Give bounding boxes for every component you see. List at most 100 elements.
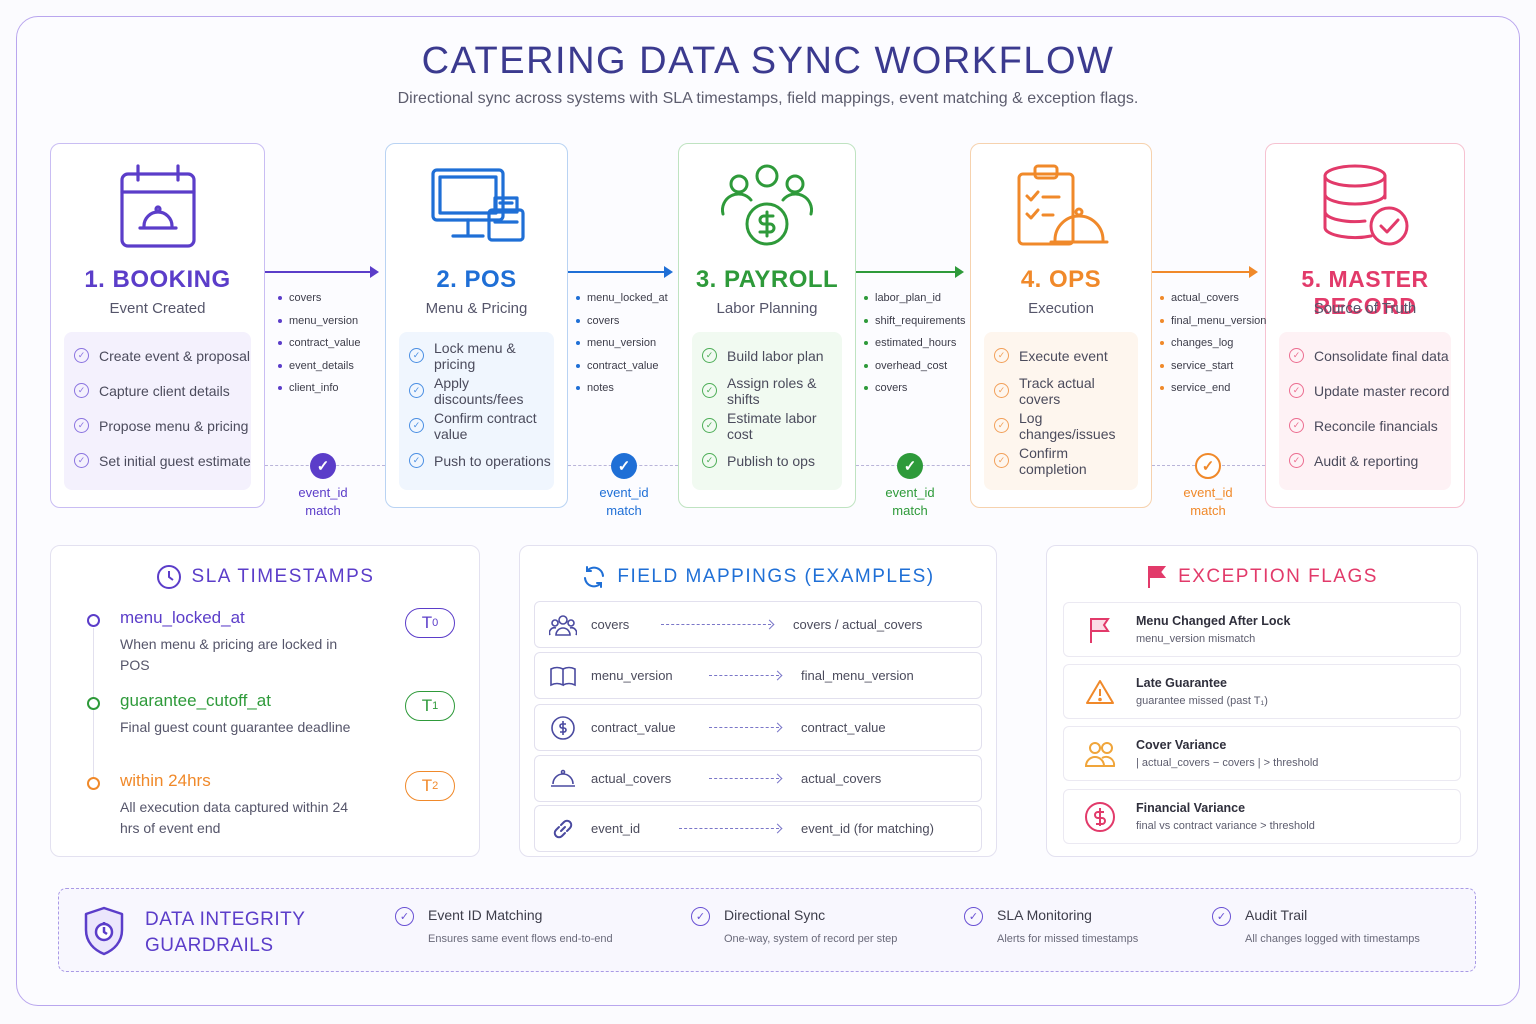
check-icon: ✓ — [409, 418, 424, 433]
flow-arrow — [265, 266, 379, 278]
task-item: ✓Push to operations — [399, 443, 554, 478]
check-icon: ✓ — [994, 453, 1009, 468]
task-list: ✓Consolidate final data ✓Update master r… — [1279, 332, 1451, 490]
event-id-match: ✓ event_id match — [584, 453, 664, 520]
sync-field-list: labor_plan_id shift_requirements estimat… — [864, 287, 966, 400]
task-item: ✓Track actual covers — [984, 373, 1138, 408]
task-list: ✓Lock menu & pricing ✓Apply discounts/fe… — [399, 332, 554, 490]
task-item: ✓Assign roles & shifts — [692, 373, 842, 408]
stage-title: 1. BOOKING — [84, 266, 231, 293]
warning-icon — [1064, 678, 1136, 706]
check-icon: ✓ — [1212, 907, 1231, 926]
task-list: ✓Create event & proposal ✓Capture client… — [64, 332, 251, 490]
check-icon: ✓ — [1289, 348, 1304, 363]
check-icon: ✓ — [74, 383, 89, 398]
task-item: ✓Log changes/issues — [984, 408, 1138, 443]
page-subtitle: Directional sync across systems with SLA… — [397, 90, 1139, 107]
check-icon: ✓ — [409, 383, 424, 398]
link-icon — [535, 816, 591, 842]
stage-subtitle: Event Created — [109, 300, 206, 317]
stage-subtitle: Execution — [1028, 300, 1094, 317]
stage-subtitle: Menu & Pricing — [425, 300, 528, 317]
task-item: ✓Publish to ops — [692, 443, 842, 478]
stage-title: 2. POS — [436, 266, 517, 293]
check-circle-icon: ✓ — [611, 453, 637, 479]
flow-arrow — [856, 266, 964, 278]
check-icon: ✓ — [994, 348, 1009, 363]
task-list: ✓Build labor plan ✓Assign roles & shifts… — [692, 332, 842, 490]
match-label: event_id match — [885, 485, 935, 518]
task-item: ✓Execute event — [984, 338, 1138, 373]
timeline-dot — [87, 777, 100, 790]
panel-title: FIELD MAPPINGS (EXAMPLES) — [520, 564, 996, 590]
people-icon — [1064, 740, 1136, 768]
flag-icon — [1148, 566, 1167, 588]
cloche-icon — [535, 767, 591, 791]
task-item: ✓Estimate labor cost — [692, 408, 842, 443]
check-icon: ✓ — [994, 418, 1009, 433]
task-item: ✓Build labor plan — [692, 338, 842, 373]
dollar-icon — [535, 715, 591, 741]
sla-item: menu_locked_at When menu & pricing are l… — [87, 608, 460, 676]
sla-item: within 24hrs All execution data captured… — [87, 771, 460, 839]
match-label: event_id match — [1183, 485, 1233, 518]
book-icon — [535, 664, 591, 688]
check-icon: ✓ — [994, 383, 1009, 398]
task-item: ✓Lock menu & pricing — [399, 338, 554, 373]
stage-title: 5. MASTER RECORD — [1301, 266, 1429, 319]
stage-payroll: 3. PAYROLL Labor Planning ✓Build labor p… — [678, 143, 856, 508]
task-item: ✓Set initial guest estimate — [64, 443, 251, 478]
dollar-icon — [1064, 801, 1136, 833]
task-item: ✓Consolidate final data — [1279, 338, 1451, 373]
people-icon — [535, 613, 591, 637]
check-icon: ✓ — [74, 418, 89, 433]
flow-arrow — [1152, 266, 1258, 278]
check-circle-icon: ✓ — [897, 453, 923, 479]
stage-ops: 4. OPS Execution ✓Execute event ✓Track a… — [970, 143, 1152, 508]
panel-title: EXCEPTION FLAGS — [1047, 564, 1477, 590]
check-icon: ✓ — [702, 383, 717, 398]
check-circle-icon: ✓ — [1195, 453, 1221, 479]
sync-field-list: actual_covers final_menu_version changes… — [1160, 287, 1266, 400]
check-icon: ✓ — [1289, 453, 1304, 468]
clock-icon — [156, 565, 181, 589]
stage-subtitle: Labor Planning — [716, 300, 818, 317]
timeline-dot — [87, 614, 100, 627]
stage-pos: 2. POS Menu & Pricing ✓Lock menu & prici… — [385, 143, 568, 508]
check-icon: ✓ — [964, 907, 983, 926]
stage-title: 4. OPS — [1020, 266, 1102, 293]
flow-arrow — [568, 266, 673, 278]
stage-title: 3. PAYROLL — [695, 266, 839, 293]
check-icon: ✓ — [1289, 418, 1304, 433]
database-check-icon — [1266, 162, 1464, 254]
check-icon: ✓ — [409, 453, 424, 468]
task-item: ✓Update master record — [1279, 373, 1451, 408]
task-item: ✓Create event & proposal — [64, 338, 251, 373]
sla-item: guarantee_cutoff_at Final guest count gu… — [87, 691, 460, 738]
flag-icon — [1064, 615, 1136, 645]
check-icon: ✓ — [702, 418, 717, 433]
check-icon: ✓ — [702, 453, 717, 468]
exception-row: Cover Variance| actual_covers − covers |… — [1063, 726, 1461, 781]
pos-terminal-icon — [386, 162, 567, 254]
check-icon: ✓ — [1289, 383, 1304, 398]
task-item: ✓Confirm completion — [984, 443, 1138, 478]
check-icon: ✓ — [702, 348, 717, 363]
stage-master-record: 5. MASTER RECORD Source of Truth ✓Consol… — [1265, 143, 1465, 508]
page-title: CATERING DATA SYNC WORKFLOW — [421, 40, 1115, 82]
stage-subtitle: Source of Truth — [1313, 300, 1417, 317]
timeline-dot — [87, 697, 100, 710]
